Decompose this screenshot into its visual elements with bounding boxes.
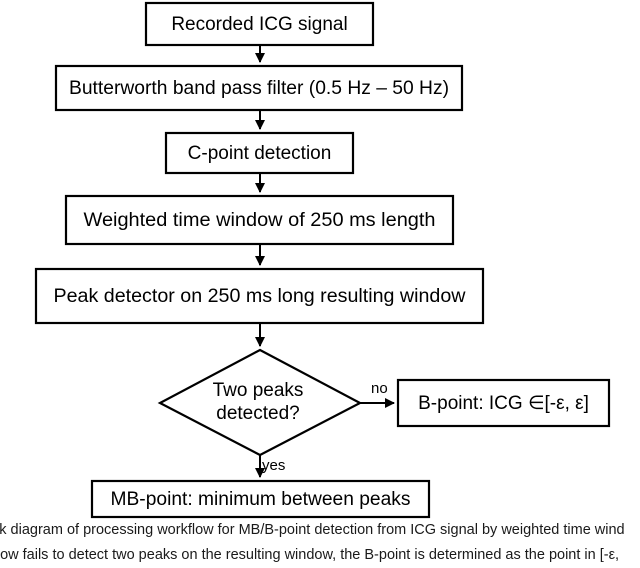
edge-label-no: no	[371, 380, 388, 397]
node-c-point-detection-box	[164, 131, 355, 175]
node-two-peaks-decision-diamond	[157, 348, 363, 457]
node-two-peaks-decision-label-line2: detected?	[216, 403, 299, 424]
node-butterworth-filter-box	[54, 64, 464, 112]
node-weighted-time-window-box	[64, 194, 455, 246]
node-two-peaks-decision-label-line1: Two peaks	[213, 380, 304, 401]
node-peak-detector-label: Peak detector on 250 ms long resulting w…	[54, 286, 466, 307]
node-mb-point-box	[90, 479, 431, 519]
node-recorded-icg-signal-label: Recorded ICG signal	[171, 14, 347, 35]
node-b-point-label: B-point: ICG ∈[-ε, ε]	[418, 393, 589, 414]
figure-caption-line-2: dow fails to detect two peaks on the res…	[0, 547, 620, 563]
edge-label-yes: yes	[262, 457, 285, 474]
node-peak-detector-box	[34, 267, 485, 325]
node-recorded-icg-signal-box	[144, 1, 375, 47]
node-weighted-time-window-label: Weighted time window of 250 ms length	[84, 210, 436, 231]
node-butterworth-filter-label: Butterworth band pass filter (0.5 Hz – 5…	[69, 78, 449, 99]
figure-caption-line-1: ck diagram of processing workflow for MB…	[0, 522, 625, 538]
node-b-point-box	[396, 378, 611, 428]
node-mb-point-label: MB-point: minimum between peaks	[111, 489, 411, 510]
node-c-point-detection-label: C-point detection	[188, 143, 332, 164]
